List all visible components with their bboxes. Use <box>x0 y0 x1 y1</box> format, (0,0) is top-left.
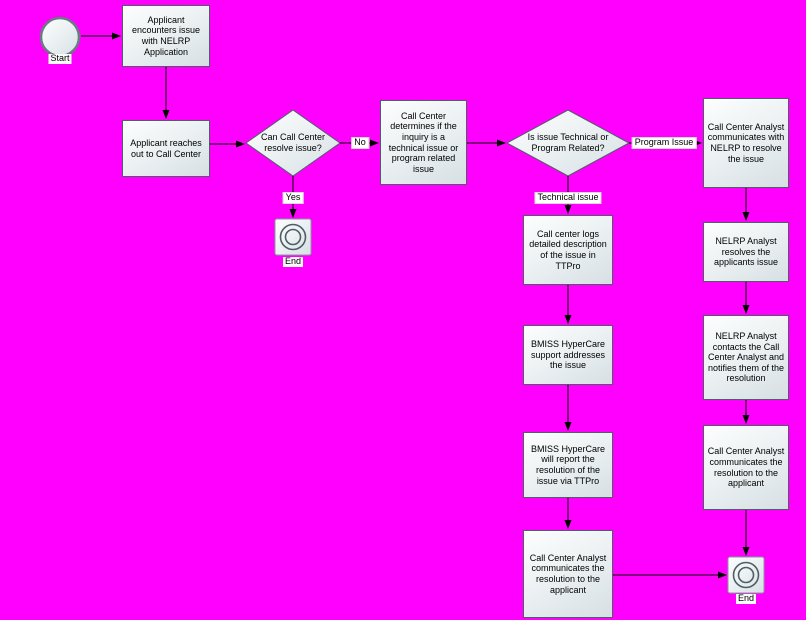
process-analyst-communicates-nelrp: Call Center Analyst communicates with NE… <box>703 98 789 188</box>
process-applicant-encounters-issue: Applicant encounters issue with NELRP Ap… <box>122 5 210 67</box>
end2-label: End <box>735 593 757 604</box>
process-log-issue-ttpro: Call center logs detailed description of… <box>523 215 613 285</box>
start-terminator-icon <box>39 16 81 58</box>
process-analyst-communicates-resolution-right: Call Center Analyst communicates the res… <box>703 425 789 510</box>
end1-label: End <box>282 256 304 267</box>
decision-technical-or-program: Is issue Technical or Program Related? <box>527 132 609 153</box>
edge-label-no: No <box>351 137 369 149</box>
process-bmiss-hypercare-reports: BMISS HyperCare will report the resoluti… <box>523 432 613 498</box>
edge-label-program: Program Issue <box>631 137 697 149</box>
decision-can-call-center-resolve: Can Call Center resolve issue? <box>260 132 326 153</box>
end2-terminator-icon <box>727 556 765 594</box>
process-nelrp-analyst-resolves: NELRP Analyst resolves the applicants is… <box>703 222 789 282</box>
process-applicant-reaches-call-center: Applicant reaches out to Call Center <box>122 120 210 177</box>
process-bmiss-hypercare-addresses: BMISS HyperCare support addresses the is… <box>523 325 613 385</box>
process-call-center-determines-type: Call Center determines if the inquiry is… <box>380 100 467 185</box>
end1-terminator-icon <box>274 218 312 256</box>
edge-label-yes: Yes <box>282 192 304 204</box>
edge-label-technical: Technical issue <box>534 192 602 204</box>
process-nelrp-analyst-contacts: NELRP Analyst contacts the Call Center A… <box>703 315 789 400</box>
process-analyst-communicates-resolution-bottom: Call Center Analyst communicates the res… <box>523 530 613 618</box>
start-label: Start <box>48 53 72 64</box>
